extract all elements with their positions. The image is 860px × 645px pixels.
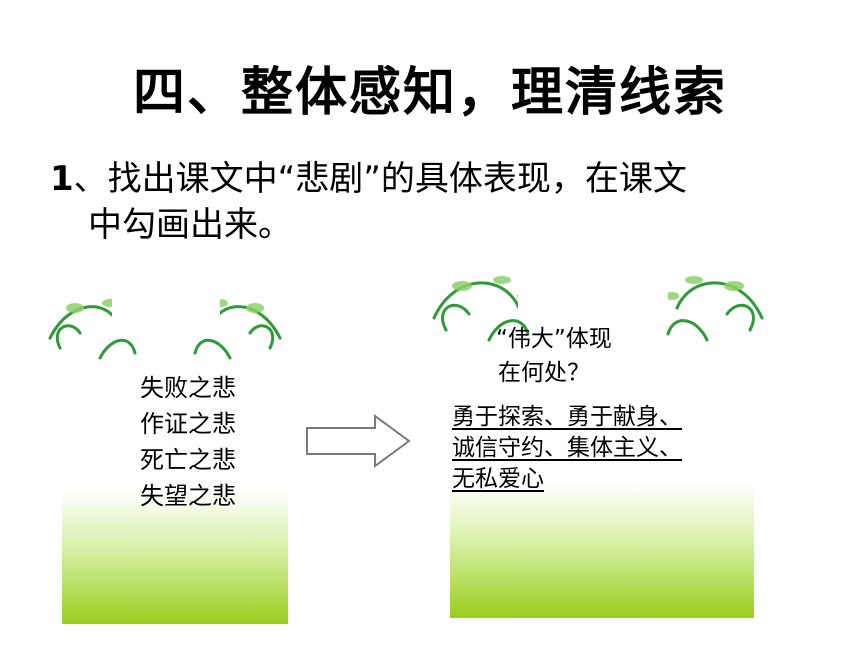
vine-ornament-icon	[432, 258, 764, 342]
answer-line: 诚信守约、集体主义、	[452, 435, 682, 461]
list-item: 失望之悲	[140, 482, 236, 510]
answer-line: 勇于探索、勇于献身、	[452, 404, 682, 430]
card-gradient	[450, 482, 754, 618]
point-line-1: 、找出课文中“悲剧”的具体表现，在课文	[73, 159, 687, 199]
point-line-2: 中勾画出来。	[88, 205, 292, 245]
list-item: 失败之悲	[140, 374, 236, 402]
right-arrow-icon	[306, 414, 411, 468]
answer-list: 勇于探索、勇于献身、 诚信守约、集体主义、 无私爱心	[452, 402, 752, 495]
list-item: 作证之悲	[140, 410, 236, 438]
card-gradient	[62, 490, 288, 624]
slide-title: 四、整体感知，理清线索	[132, 63, 727, 123]
left-card	[62, 290, 288, 624]
left-list: 失败之悲 作证之悲 死亡之悲 失望之悲	[140, 370, 236, 514]
question-line-1: “伟大”体现	[496, 326, 612, 352]
vine-ornament-icon	[48, 278, 282, 360]
point-text: 1、找出课文中“悲剧”的具体表现，在课文 中勾画出来。	[50, 156, 810, 248]
question-line-2: 在何处？	[498, 360, 590, 386]
answer-line: 无私爱心	[452, 466, 544, 492]
list-item: 死亡之悲	[140, 446, 236, 474]
point-number: 1	[50, 159, 74, 199]
question-text: “伟大”体现 在何处？	[496, 322, 612, 390]
right-card	[450, 280, 754, 618]
